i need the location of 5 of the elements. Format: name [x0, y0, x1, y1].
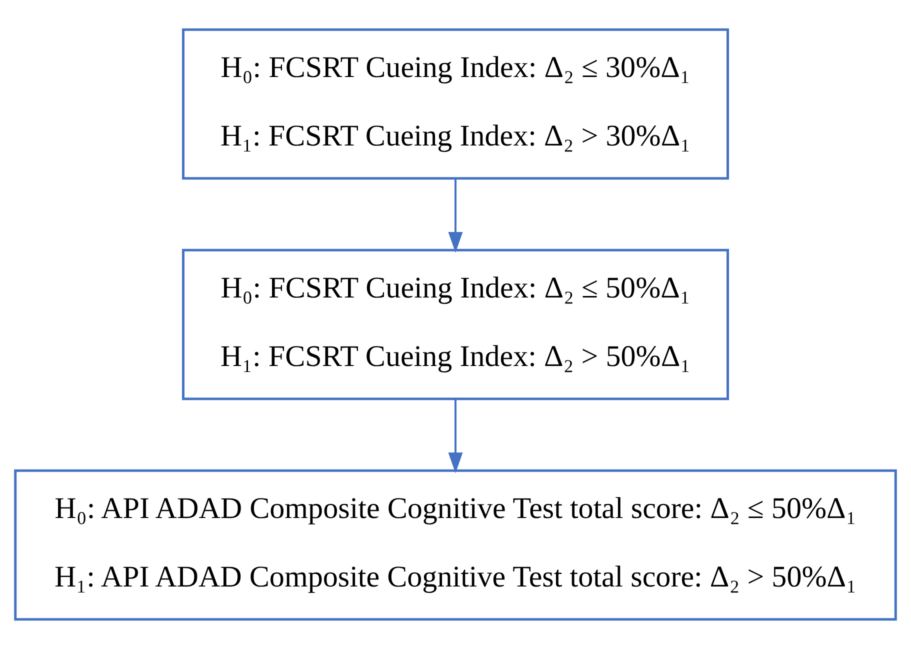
arrow	[448, 178, 463, 252]
node-box: H₀: FCSRT Cueing Index: Δ₂ ≤ 30%Δ₁ H₁: FCSRT Cueing Index: Δ₂ > 30%Δ₁	[182, 28, 730, 180]
node-box: H₀: FCSRT Cueing Index: Δ₂ ≤ 50%Δ₁ H₁: FCSRT Cueing Index: Δ₂ > 50%Δ₁	[182, 248, 730, 400]
arrow	[448, 398, 463, 473]
node-box: H₀: API ADAD Composite Cognitive Test total score: Δ₂ ≤ 50%Δ₁ H₁: API ADAD Composite Cognitive Test total score: Δ₂ > 50%Δ₁	[14, 468, 897, 620]
